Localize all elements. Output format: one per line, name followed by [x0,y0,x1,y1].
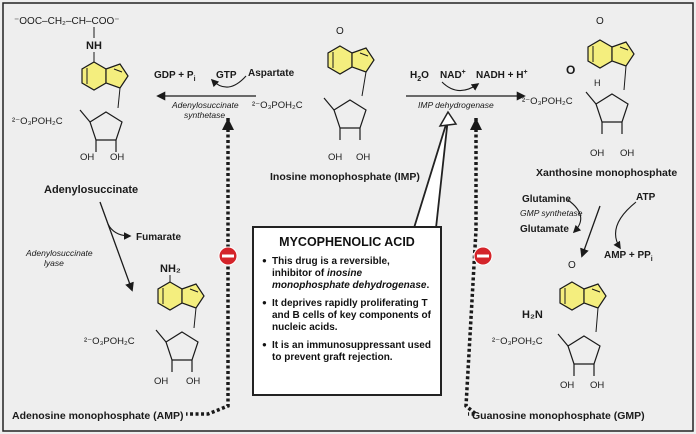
adenylosuccinate-lyase-label-1: Adenylosuccinate [25,248,93,258]
adenylosuccinate-synthetase-label-2: synthetase [184,110,225,120]
gdp-pi-label: GDP + Pi [154,70,196,83]
o-label-imp: O [336,26,344,37]
adenylosuccinate-lyase-reaction: Fumarate Adenylosuccinate lyase [25,201,181,292]
adenylosuccinate-synthetase-label-1: Adenylosuccinate [171,100,239,110]
o-label-gmp: O [568,260,576,271]
oh-label-xmp1: OH [590,148,604,159]
nad-label: NAD+ [440,69,466,81]
callout-title: MYCOPHENOLIC ACID [279,235,415,249]
imp-structure: O ²⁻O₃POH₂C OH OH Inosine monophosphate … [252,26,420,183]
aspartate-label: Aspartate [248,68,295,79]
oh-label-as1: OH [80,152,94,163]
phosphate-label-imp: ²⁻O₃POH₂C [252,100,303,111]
imp-dehydrogenase-label: IMP dehydrogenase [418,100,494,110]
oh-label-gmp1: OH [560,380,574,391]
phosphate-label-xmp: ²⁻O₃POH₂C [522,96,573,107]
h2n-label-gmp: H₂N [522,309,543,321]
callout-point-3: It is an immunosuppressant used to preve… [262,340,432,364]
phosphate-label-gmp: ²⁻O₃POH₂C [492,336,543,347]
gmp-synthetase-label: GMP synthetase [520,208,583,218]
nh-label: NH [86,40,102,52]
oh-label-imp1: OH [328,152,342,163]
xmp-structure: O O H ²⁻O₃POH₂C OH OH Xanthosine monopho… [522,16,677,179]
mycophenolic-acid-callout: MYCOPHENOLIC ACID This drug is a reversi… [252,226,442,396]
h2o-label: H2O [410,70,429,83]
callout-point-2: It deprives rapidly proliferating T and … [262,298,432,334]
nadh-label: NADH + H+ [476,69,528,81]
amp-label: Adenosine monophosphate (AMP) [12,410,184,422]
adenylosuccinate-structure: ⁻OOC–CH₂–CH–COO⁻ NH ²⁻O₃POH₂C OH OH Aden… [12,16,138,196]
o-label-xmp-top: O [596,16,604,27]
oh-label-as2: OH [110,152,124,163]
nh2-label-amp: NH₂ [160,263,181,275]
oh-label-imp2: OH [356,152,370,163]
gtp-label: GTP [216,70,237,81]
h-label-xmp: H [594,78,601,88]
amp-structure: NH₂ ²⁻O₃POH₂C OH OH Adenosine monophosph… [12,263,205,422]
imp-label: Inosine monophosphate (IMP) [270,171,420,183]
imp-dehydrogenase-reaction: H2O NAD+ NADH + H+ IMP dehydrogenase [406,69,528,110]
callout-point-1: This drug is a reversible, inhibitor of … [262,256,432,292]
gmp-synthetase-reaction: Glutamine GMP synthetase Glutamate ATP A… [520,192,656,263]
oh-label-amp2: OH [186,376,200,387]
succinyl-chain-label: ⁻OOC–CH₂–CH–COO⁻ [14,16,120,27]
oh-label-amp1: OH [154,376,168,387]
adenylosuccinate-synthetase-reaction: GDP + Pi GTP Aspartate Adenylosuccinate … [154,68,295,120]
minus-circle-icon [218,246,238,266]
atp-label: ATP [636,192,656,203]
inhibition-line-right [464,118,481,416]
glutamine-label: Glutamine [522,194,571,205]
o-label-xmp: O [566,63,575,77]
oh-label-gmp2: OH [590,380,604,391]
minus-circle-icon [473,246,493,266]
fumarate-label: Fumarate [136,232,181,243]
phosphate-label-as: ²⁻O₃POH₂C [12,116,63,127]
gmp-label: Guanosine monophosphate (GMP) [472,410,645,422]
xmp-label: Xanthosine monophosphate [536,167,677,179]
callout-points: This drug is a reversible, inhibitor of … [262,256,432,364]
adenylosuccinate-lyase-label-2: lyase [44,258,64,268]
phosphate-label-amp: ²⁻O₃POH₂C [84,336,135,347]
glutamate-label: Glutamate [520,224,569,235]
amp-ppi-label: AMP + PPi [604,250,653,263]
adenylosuccinate-label: Adenylosuccinate [44,184,138,196]
oh-label-xmp2: OH [620,148,634,159]
gmp-structure: O H₂N ²⁻O₃POH₂C OH OH Guanosine monophos… [472,260,645,422]
